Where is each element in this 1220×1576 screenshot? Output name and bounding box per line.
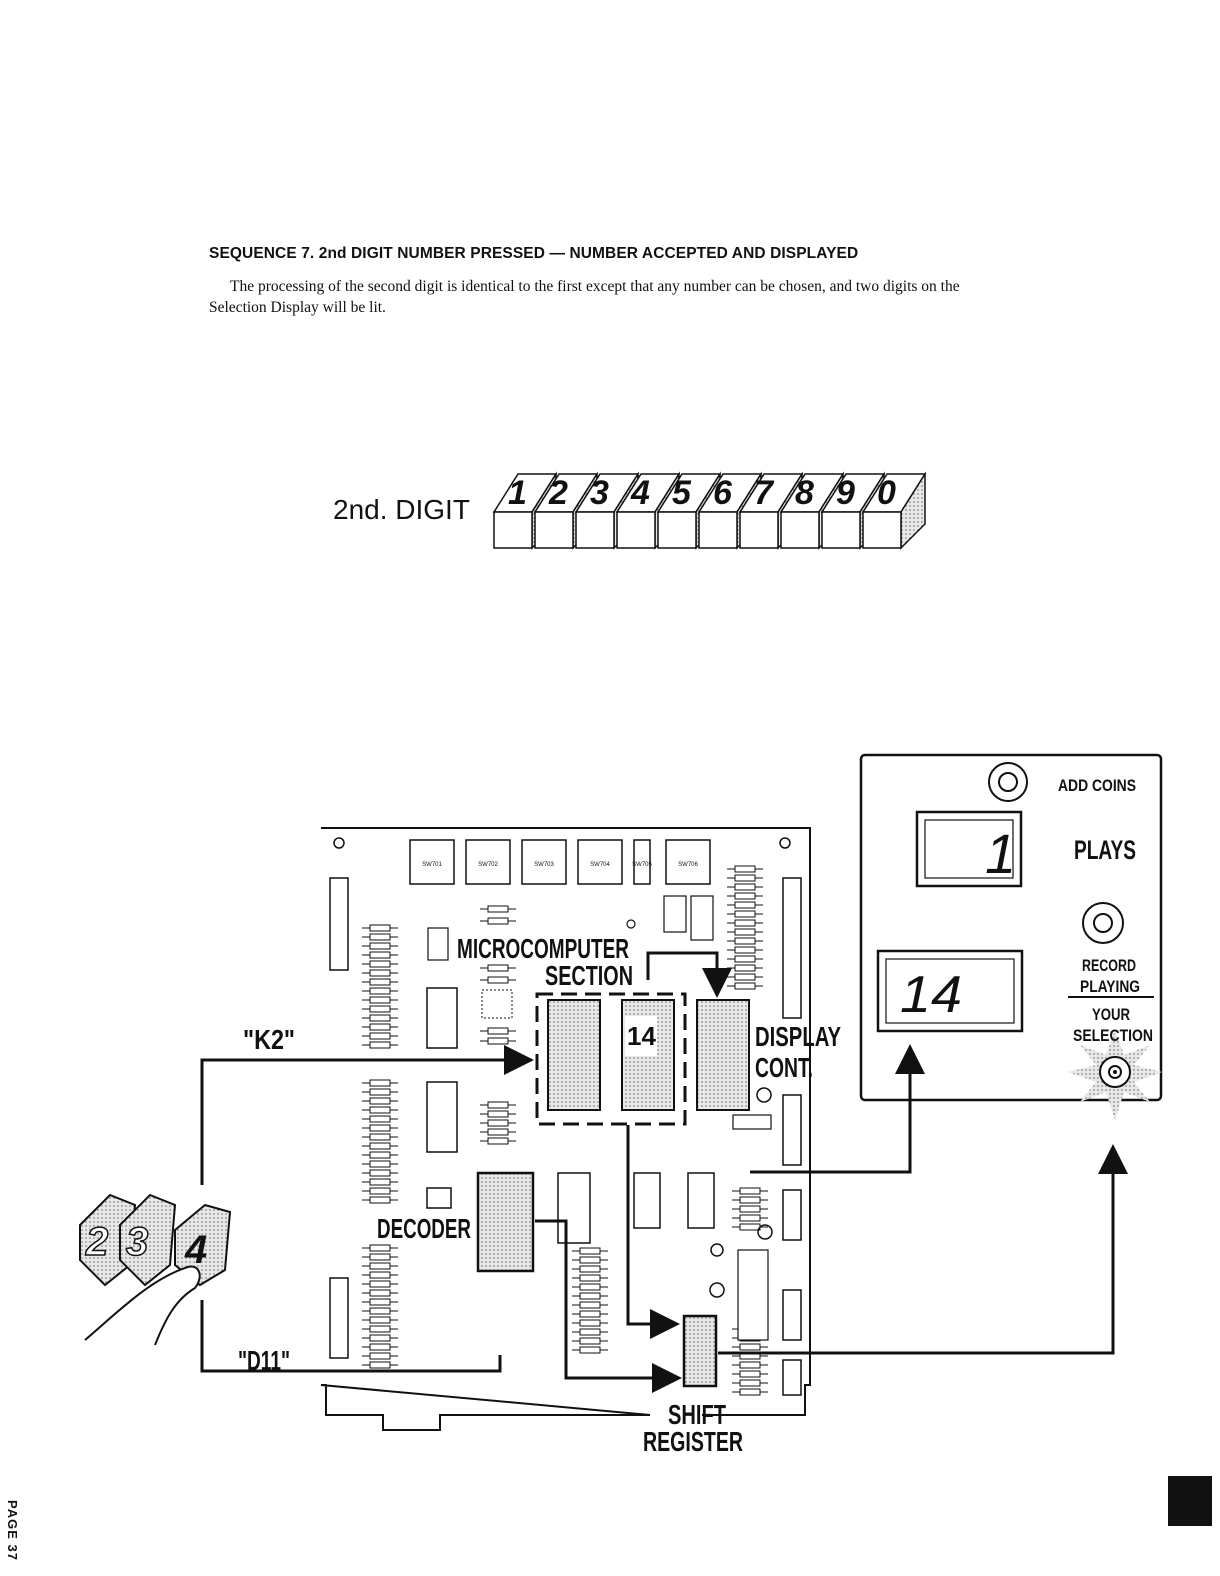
switch-sw701: SW701	[409, 839, 455, 885]
page-number: PAGE 37	[5, 1500, 20, 1561]
add-coins-label: ADD COINS	[1058, 776, 1136, 795]
key-label-5: 5	[672, 474, 692, 512]
key-label-1: 1	[508, 474, 527, 512]
switch-sw703: SW703	[521, 839, 567, 885]
key-label-2: 2	[548, 474, 568, 512]
decoder-label: DECODER	[377, 1213, 471, 1244]
key-label-7: 7	[754, 474, 775, 512]
k2-signal-label: "K2"	[243, 1024, 295, 1055]
hand-key-2: 2	[85, 1220, 108, 1264]
hand-key-4: 4	[184, 1228, 207, 1272]
selection-panel	[859, 753, 1163, 1120]
signal-paths	[200, 951, 1128, 1393]
plays-display-value: 1	[985, 822, 1016, 885]
hand-keypad	[79, 1193, 232, 1346]
playing-label: PLAYING	[1080, 977, 1140, 996]
d11-signal-label: "D11"	[238, 1345, 290, 1376]
your-label: YOUR	[1092, 1005, 1130, 1024]
register-label: REGISTER	[643, 1426, 743, 1457]
record-label: RECORD	[1082, 956, 1136, 975]
pc-board: SW701 SW702 SW703 SW704 SW705 SW706	[320, 827, 811, 1431]
svg-text:SW701: SW701	[422, 862, 442, 868]
svg-text:SW704: SW704	[590, 862, 610, 868]
glow-burst	[1068, 1030, 1162, 1120]
display-cont-label-1: DISPLAY	[755, 1021, 841, 1052]
switch-sw706: SW706	[665, 839, 711, 885]
selection-label: SELECTION	[1073, 1026, 1153, 1045]
shift-label: SHIFT	[668, 1399, 726, 1430]
key-label-9: 9	[836, 474, 855, 512]
microcomputer-label-2: SECTION	[545, 960, 633, 991]
svg-text:SW706: SW706	[678, 862, 698, 868]
key-label-6: 6	[713, 474, 733, 512]
second-digit-label: 2nd. DIGIT	[333, 494, 470, 525]
key-label-3: 3	[590, 474, 609, 512]
key-label-4: 4	[630, 474, 650, 512]
chip-14-label: 14	[627, 1021, 656, 1051]
key-label-8: 8	[795, 474, 814, 512]
switch-sw702: SW702	[465, 839, 511, 885]
switch-sw704: SW704	[577, 839, 623, 885]
logo-badge	[1168, 1476, 1212, 1526]
selection-display-value: 14	[900, 966, 962, 1024]
hand-key-3: 3	[126, 1220, 148, 1264]
microcomputer-label-1: MICROCOMPUTER	[457, 933, 629, 964]
key-label-0: 0	[877, 474, 896, 512]
switch-sw705: SW705	[632, 839, 652, 885]
display-cont-label-2: CONT.	[755, 1052, 813, 1083]
key-0: 0	[861, 471, 927, 550]
description-paragraph: The processing of the second digit is id…	[209, 278, 960, 316]
plays-label: PLAYS	[1074, 835, 1136, 865]
svg-text:SW703: SW703	[534, 862, 554, 868]
svg-text:SW705: SW705	[632, 862, 652, 868]
svg-text:SW702: SW702	[478, 862, 498, 868]
sequence-heading: SEQUENCE 7. 2nd DIGIT NUMBER PRESSED — N…	[209, 245, 859, 262]
